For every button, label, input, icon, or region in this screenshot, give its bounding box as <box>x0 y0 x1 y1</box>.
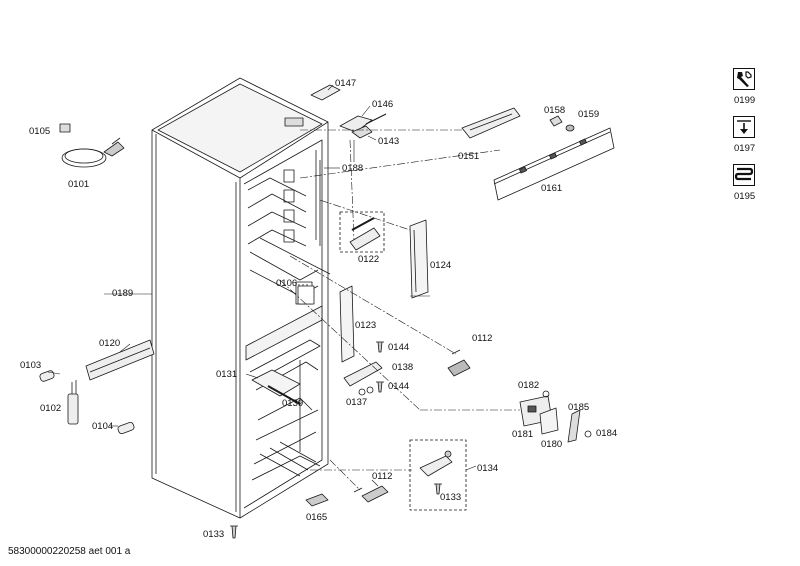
part-label-0138: 0138 <box>392 362 414 373</box>
part-label-0159: 0159 <box>578 109 600 120</box>
part-0105 <box>59 123 71 133</box>
part-label-0188: 0188 <box>342 163 364 174</box>
part-label-0184: 0184 <box>596 428 618 439</box>
part-0133-screw <box>230 525 238 539</box>
part-0184 <box>584 430 592 438</box>
part-0123 <box>339 285 355 363</box>
part-label-0189: 0189 <box>112 288 134 299</box>
part-label-0120: 0120 <box>99 338 121 349</box>
part-label-0103: 0103 <box>20 360 42 371</box>
part-0106 <box>297 285 315 305</box>
part-0112-upper <box>447 359 471 377</box>
part-label-0112: 0112 <box>472 333 493 344</box>
part-label-0106: 0106 <box>276 278 298 289</box>
part-0102 <box>67 380 79 425</box>
part-label-0143: 0143 <box>378 136 400 147</box>
part-label-0133: 0133 <box>440 492 462 503</box>
part-label-0133: 0133 <box>203 529 225 540</box>
part-label-0161: 0161 <box>541 183 563 194</box>
part-0103 <box>39 370 55 382</box>
part-label-0105: 0105 <box>29 126 51 137</box>
part-label-0101: 0101 <box>68 179 90 190</box>
part-label-0131: 0131 <box>216 369 238 380</box>
part-label-0139: 0139 <box>282 398 304 409</box>
part-0143 <box>351 125 373 139</box>
part-0146 <box>339 115 373 133</box>
icon-label-0199: 0199 <box>734 95 756 106</box>
wrench-tool-icon <box>733 68 755 90</box>
part-0101 <box>61 137 125 168</box>
part-0138 <box>343 361 383 387</box>
part-label-0124: 0124 <box>430 260 452 271</box>
part-label-0147: 0147 <box>335 78 357 89</box>
part-label-0158: 0158 <box>544 105 566 116</box>
part-0180 <box>539 407 559 435</box>
part-label-0137: 0137 <box>346 397 368 408</box>
part-0151 <box>461 107 521 139</box>
part-0161 <box>493 127 615 201</box>
part-label-0185: 0185 <box>568 402 590 413</box>
part-0144-upper <box>376 341 384 353</box>
part-label-0122: 0122 <box>358 254 380 265</box>
part-0182 <box>542 390 550 398</box>
part-0144-lower <box>376 381 384 393</box>
part-label-0151: 0151 <box>458 151 480 162</box>
evaporator-arrow-icon <box>733 116 755 138</box>
part-label-0112: 0112 <box>372 471 393 482</box>
part-0124 <box>409 219 429 299</box>
part-label-0102: 0102 <box>40 403 62 414</box>
part-label-0144: 0144 <box>388 342 410 353</box>
icon-label-0197: 0197 <box>734 143 756 154</box>
coil-heater-icon <box>733 164 755 186</box>
part-0133-group <box>434 483 442 495</box>
part-0165 <box>305 493 329 507</box>
part-0147 <box>310 84 341 101</box>
part-label-0144: 0144 <box>388 381 410 392</box>
part-label-0134: 0134 <box>477 463 499 474</box>
part-label-0123: 0123 <box>355 320 377 331</box>
part-0159 <box>565 124 575 132</box>
part-0112-lower <box>361 485 389 503</box>
part-0158 <box>549 115 563 127</box>
part-0131 <box>251 369 301 397</box>
part-label-0180: 0180 <box>541 439 563 450</box>
part-label-0104: 0104 <box>92 421 114 432</box>
part-0134 <box>419 455 453 477</box>
part-0104 <box>117 421 135 435</box>
icon-label-0195: 0195 <box>734 191 756 202</box>
drawing-code: 58300000220258 aet 001 a <box>8 546 131 557</box>
part-label-0146: 0146 <box>372 99 394 110</box>
part-0185 <box>567 409 581 443</box>
part-0139 <box>267 385 301 405</box>
part-0122 <box>349 227 381 251</box>
fridge-cabinet <box>151 77 331 519</box>
part-label-0165: 0165 <box>306 512 328 523</box>
part-0137 <box>358 388 366 396</box>
part-label-0182: 0182 <box>518 380 540 391</box>
part-label-0181: 0181 <box>512 429 534 440</box>
